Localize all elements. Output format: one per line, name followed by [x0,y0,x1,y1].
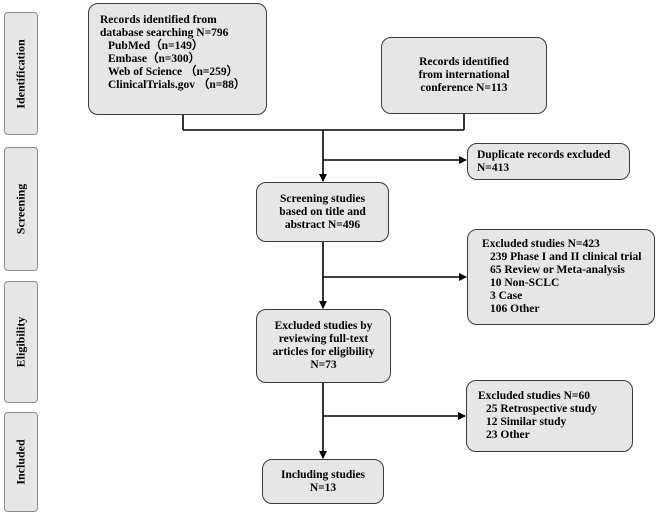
conference-box: Records identified from international co… [381,37,547,114]
phase-eligibility: Eligibility [4,281,38,403]
db-source-web-of-science: Web of Science （n=259） [108,66,239,78]
excluded-fulltext-item: 12 Similar study [486,416,567,428]
fulltext-line-4: N=73 [310,359,337,371]
excluded-screening-item: 106 Other [490,303,540,315]
fulltext-line-3: articles for eligibility [272,346,375,358]
excluded-screening-item: 239 Phase I and II clinical trial [490,251,642,263]
phase-included: Included [4,412,38,512]
included-line-2: N=13 [309,481,337,494]
screening-line-1: Screening studies [279,192,366,205]
phase-identification: Identification [4,12,38,135]
db-source-embase: Embase（n=300） [108,53,201,65]
excluded-fulltext-item: 25 Retrospective study [486,403,597,415]
excluded-screening-item: 3 Case [490,290,523,302]
fulltext-line-1: Excluded studies by [274,320,373,332]
duplicates-line-1: Duplicate records excluded [477,149,611,161]
duplicates-box: Duplicate records excluded N=413 [467,143,630,180]
excluded-screening-item: 65 Review or Meta-analysis [490,264,625,276]
excluded-screening-item: 10 Non-SCLC [490,277,560,289]
db-title-line-1: Records identified from [100,14,217,26]
db-title-line-2: database searching N=796 [100,27,229,39]
duplicates-line-2: N=413 [477,162,510,174]
fulltext-line-2: reviewing full-text [278,333,369,345]
included-box: Including studies N=13 [262,459,384,504]
db-source-clinicaltrials: ClinicalTrials.gov （n=88） [108,79,246,91]
included-line-1: Including studies [280,468,366,481]
excluded-screening-box: Excluded studies N=423 239 Phase I and I… [467,229,655,325]
db-source-pubmed: PubMed（n=149） [108,40,204,52]
screening-line-3: abstract N=496 [284,218,361,231]
screening-box: Screening studies based on title and abs… [256,182,389,242]
database-search-box: Records identified from database searchi… [88,3,267,115]
excluded-fulltext-box: Excluded studies N=60 25 Retrospective s… [466,380,633,452]
conference-line-2: from international [418,69,510,81]
conference-line-1: Records identified [419,56,509,68]
conference-line-3: conference N=113 [420,82,508,94]
excluded-fulltext-item: 23 Other [486,429,530,441]
phase-screening: Screening [4,147,38,271]
excluded-fulltext-title: Excluded studies N=60 [478,390,590,402]
fulltext-review-box: Excluded studies by reviewing full-text … [256,309,391,383]
excluded-screening-title: Excluded studies N=423 [482,238,600,250]
screening-line-2: based on title and [279,205,366,218]
